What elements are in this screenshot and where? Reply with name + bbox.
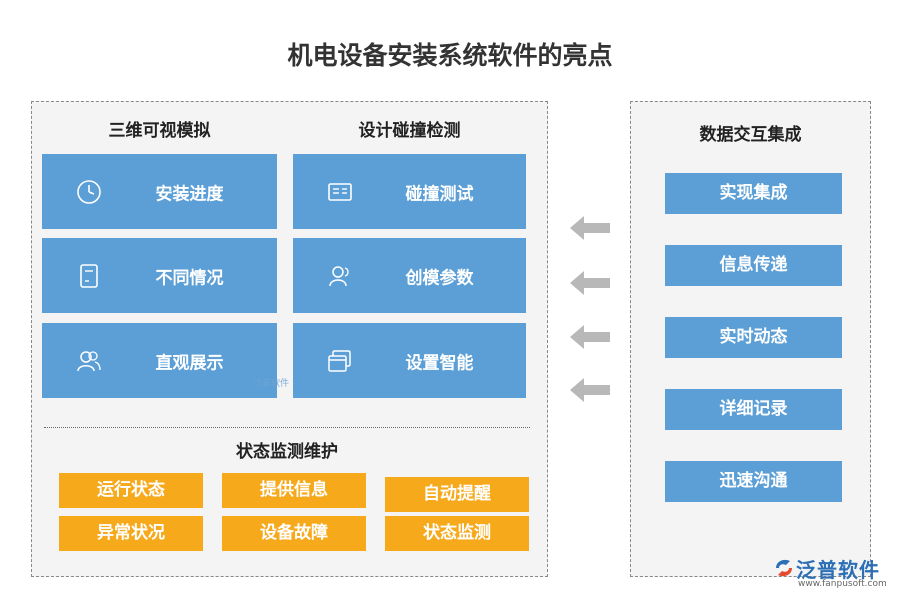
tile-collision-test[interactable]: 碰撞测试 [293,154,526,229]
tile-smart-settings[interactable]: 设置智能 [293,323,526,398]
tile-label: 创模参数 [405,268,474,288]
page-title: 机电设备安装系统软件的亮点 [287,41,613,70]
brand-logo-icon [776,559,792,577]
section-heading-data-integration: 数据交互集成 [699,125,802,145]
section-heading-status-monitoring: 状态监测维护 [236,442,338,462]
item-realtime-dynamics[interactable]: 实时动态 [665,317,842,358]
section-heading-3d-simulation: 三维可视模拟 [108,121,211,141]
tile-modeling-parameters[interactable]: 创模参数 [293,238,526,313]
tile-label: 直观展示 [155,353,224,373]
windows-icon [328,349,351,372]
arrow-left-icon [570,271,610,295]
chip-equipment-fault[interactable]: 设备故障 [222,516,366,551]
document-icon [80,263,98,288]
watermark-text: 泛普软件 [253,379,290,389]
item-rapid-communication[interactable]: 迅速沟通 [665,461,842,502]
id-card-icon [328,182,352,201]
tile-label: 碰撞测试 [405,184,474,204]
users-icon [77,350,101,371]
item-detailed-records[interactable]: 详细记录 [665,389,842,430]
section-heading-collision-detection: 设计碰撞检测 [358,121,461,141]
tile-label: 安装进度 [155,184,224,204]
chip-status-monitoring[interactable]: 状态监测 [385,516,529,551]
tile-different-situations[interactable]: 不同情况 [42,238,277,313]
chip-auto-reminder[interactable]: 自动提醒 [385,477,529,512]
brand-name: 泛普软件 [796,558,880,582]
tile-install-progress[interactable]: 安装进度 [42,154,277,229]
item-info-transfer[interactable]: 信息传递 [665,245,842,286]
arrow-left-icon [570,378,610,402]
tile-intuitive-display[interactable]: 直观展示 [42,323,277,398]
tile-label: 不同情况 [155,268,224,288]
brand-url: www.fanpusoft.com [798,579,887,589]
item-achieve-integration[interactable]: 实现集成 [665,173,842,214]
brand-logo: 泛普软件 www.fanpusoft.com [772,554,894,592]
clock-icon [77,179,101,204]
chip-operating-status[interactable]: 运行状态 [59,473,203,508]
user-icon [329,265,349,286]
chip-abnormal-condition[interactable]: 异常状况 [59,516,203,551]
divider [44,427,530,428]
arrow-left-icon [570,325,610,349]
tile-label: 设置智能 [405,353,474,373]
arrow-left-icon [570,216,610,240]
chip-provide-info[interactable]: 提供信息 [222,473,366,508]
